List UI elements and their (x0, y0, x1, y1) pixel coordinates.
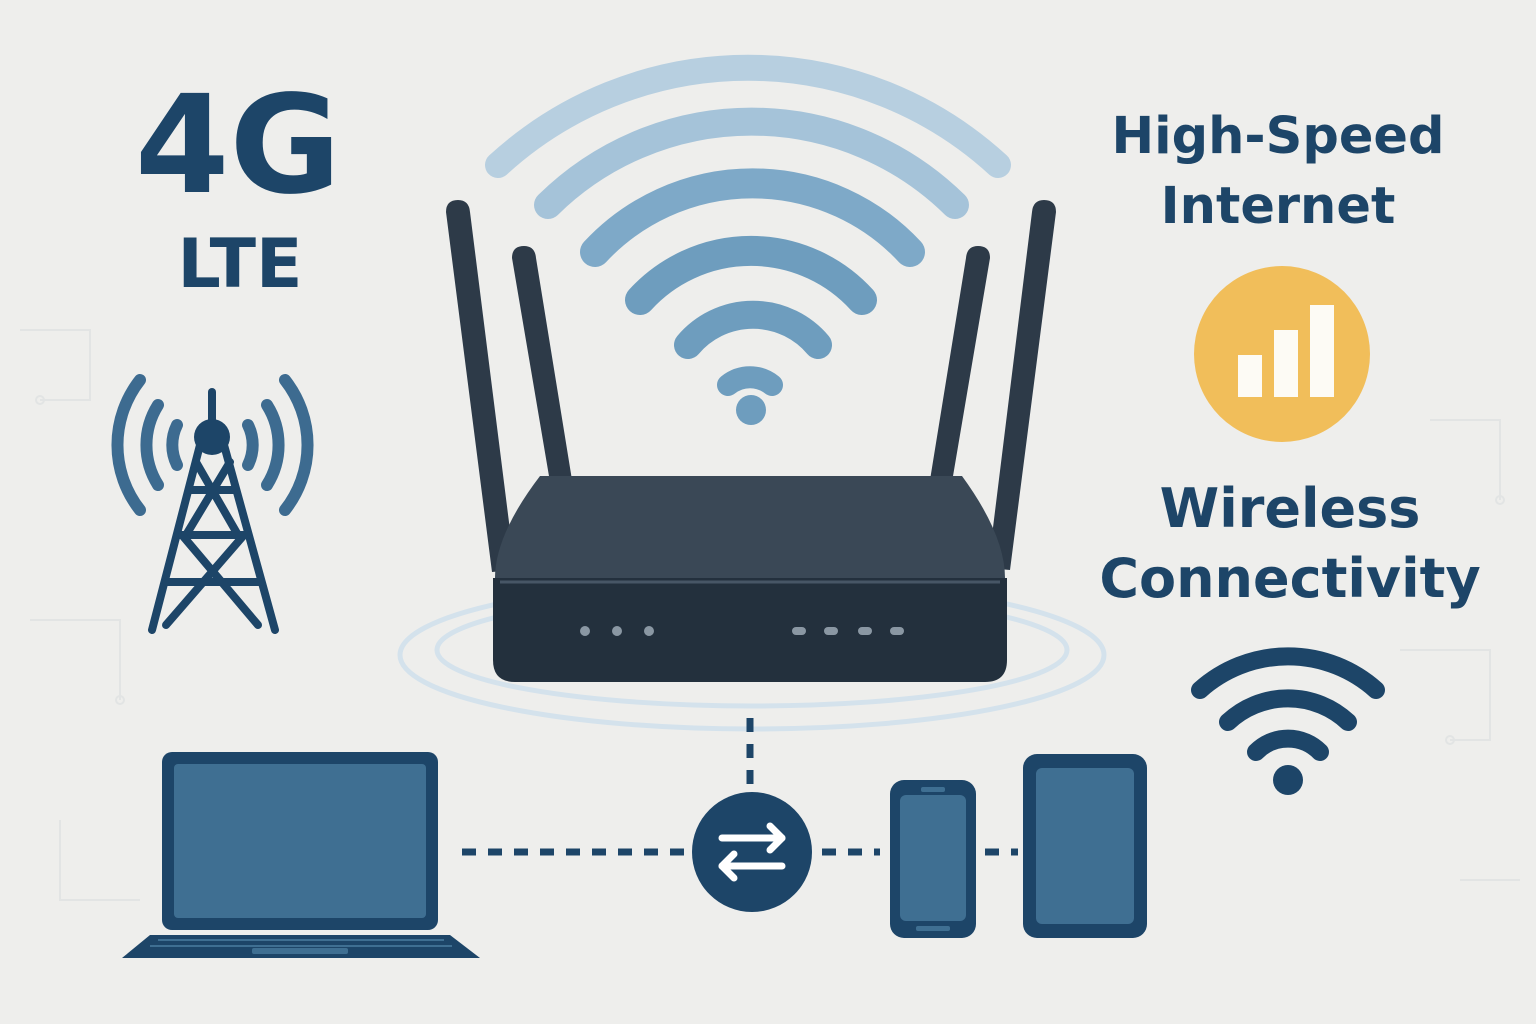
router-antennas (446, 200, 1056, 572)
feature-group: Wireless Connectivity (1099, 477, 1480, 610)
network-links (462, 718, 1018, 856)
headline-group: High-Speed Internet (1111, 107, 1444, 236)
wifi-broadcast-icon (485, 54, 1011, 425)
wifi-icon (1191, 647, 1385, 795)
router-status-lights (580, 626, 904, 636)
router-front (493, 578, 1007, 682)
circuit-background (20, 329, 1520, 901)
feature-line-1: Wireless (1160, 477, 1421, 540)
tech-label-sub: LTE (178, 225, 303, 304)
smartphone-icon (890, 780, 976, 938)
laptop-icon (122, 752, 480, 958)
tech-label-main: 4G (135, 67, 341, 225)
headline-line-1: High-Speed (1111, 107, 1444, 166)
tablet-icon (1023, 754, 1147, 938)
signal-bars-icon (1194, 266, 1370, 442)
feature-line-2: Connectivity (1099, 547, 1480, 610)
transfer-arrows-icon (692, 792, 812, 912)
tech-label-group: 4G LTE (135, 67, 341, 304)
cell-tower-icon (111, 374, 314, 634)
router-top (495, 476, 1005, 578)
headline-line-2: Internet (1161, 177, 1396, 236)
wifi-router-icon (397, 200, 1107, 732)
